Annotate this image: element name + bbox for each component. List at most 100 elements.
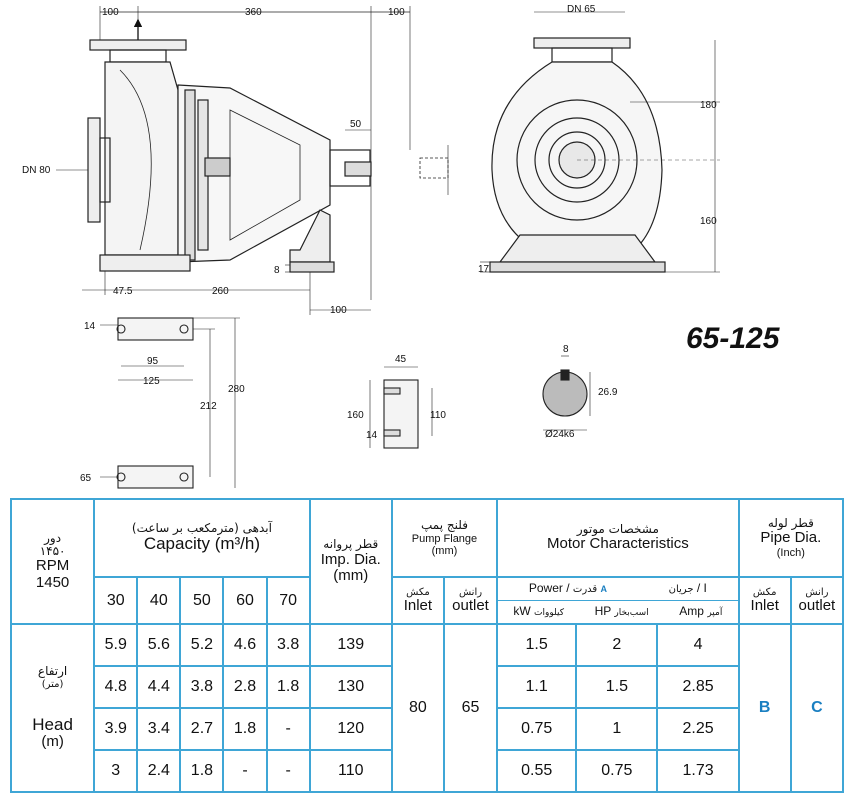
pipe-inlet-header: مکش Inlet bbox=[737, 576, 792, 625]
dim-foot-17: 17 bbox=[478, 264, 490, 275]
hp-cell: 1 bbox=[575, 707, 659, 751]
flange-outlet-value: 65 bbox=[442, 623, 499, 793]
pipe-inlet-value: B bbox=[737, 623, 792, 793]
pump-side-view bbox=[56, 6, 449, 315]
amp-unit: Amp آمپر bbox=[679, 604, 723, 619]
model-number: 65-125 bbox=[686, 322, 780, 355]
impeller-cell: 139 bbox=[308, 623, 393, 667]
kw-cell: 0.75 bbox=[496, 707, 578, 751]
amp-cell: 2.85 bbox=[656, 665, 740, 709]
table-row: 4.8 4.4 3.8 2.8 1.8 130 1.1 1.5 2.85 bbox=[11, 665, 843, 709]
capacity-60: 60 bbox=[222, 576, 268, 625]
shaft-key-detail bbox=[542, 355, 591, 431]
current-label: جریان / I bbox=[668, 581, 707, 596]
dim-height-180: 180 bbox=[700, 100, 717, 111]
hp-cell: 0.75 bbox=[575, 749, 659, 793]
pump-front-view bbox=[480, 11, 720, 273]
dim-key-diameter: Ø24k6 bbox=[545, 429, 575, 440]
dim-mf-14: 14 bbox=[366, 430, 378, 441]
head-label: ارتفاع (متر) Head (m) bbox=[9, 623, 96, 793]
dim-bottom-47-5: 47.5 bbox=[113, 286, 133, 297]
power-label: Power / قدرت A bbox=[528, 581, 608, 596]
table-row: 3 2.4 1.8 - - 110 0.55 0.75 1.73 bbox=[11, 749, 843, 793]
dim-mf-45: 45 bbox=[395, 354, 407, 365]
kw-unit: kW کیلووات bbox=[513, 604, 564, 619]
pipe-diameter-header: قطر لوله Pipe Dia. (Inch) bbox=[737, 498, 845, 578]
capacity-30: 30 bbox=[93, 576, 139, 625]
motor-foot-detail bbox=[369, 366, 433, 449]
amp-cell: 2.25 bbox=[656, 707, 740, 751]
amp-cell: 4 bbox=[656, 623, 740, 667]
head-cell: 3 bbox=[93, 749, 139, 793]
head-cell: 1.8 bbox=[222, 707, 268, 751]
dim-top-100-right: 100 bbox=[388, 7, 405, 18]
table-row: 3.9 3.4 2.7 1.8 - 120 0.75 1 2.25 bbox=[11, 707, 843, 751]
technical-drawing: 100 360 100 DN 80 50 8 47.5 260 100 DN 6… bbox=[22, 4, 720, 489]
dim-bp-212: 212 bbox=[200, 401, 217, 412]
dim-key-8: 8 bbox=[563, 344, 569, 355]
kw-cell: 1.1 bbox=[496, 665, 578, 709]
head-cell: 3.8 bbox=[265, 623, 311, 667]
head-cell: 2.8 bbox=[222, 665, 268, 709]
head-cell: 3.9 bbox=[93, 707, 139, 751]
capacity-40: 40 bbox=[136, 576, 182, 625]
head-cell: 4.6 bbox=[222, 623, 268, 667]
flange-outlet-header: رانش outlet bbox=[442, 576, 499, 625]
head-cell: 5.9 bbox=[93, 623, 139, 667]
hp-unit: HP اسب‌بخار bbox=[594, 604, 649, 619]
performance-table: دور ۱۴۵۰ RPM 1450 آبدهی (مترمکعب بر ساعت… bbox=[9, 498, 845, 793]
dim-mf-160: 160 bbox=[347, 410, 364, 421]
head-cell: 3.4 bbox=[136, 707, 182, 751]
head-cell: - bbox=[222, 749, 268, 793]
dim-bottom-260: 260 bbox=[212, 286, 229, 297]
impeller-cell: 120 bbox=[308, 707, 393, 751]
dim-foot-8: 8 bbox=[274, 265, 280, 276]
head-cell: - bbox=[265, 707, 311, 751]
dim-height-160: 160 bbox=[700, 216, 717, 227]
flange-inlet-value: 80 bbox=[390, 623, 445, 793]
dim-bp-65: 65 bbox=[80, 473, 92, 484]
head-cell: 4.4 bbox=[136, 665, 182, 709]
head-cell: 5.6 bbox=[136, 623, 182, 667]
rpm-header: دور ۱۴۵۰ RPM 1450 bbox=[9, 498, 96, 625]
head-cell: 3.8 bbox=[179, 665, 225, 709]
pump-flange-header: فلنج پمپ Pump Flange (mm) bbox=[390, 498, 499, 578]
capacity-50: 50 bbox=[179, 576, 225, 625]
head-cell: 1.8 bbox=[179, 749, 225, 793]
impeller-diameter-header: قطر پروانه Imp. Dia. (mm) bbox=[308, 498, 393, 625]
hp-cell: 1.5 bbox=[575, 665, 659, 709]
dim-bottom-100: 100 bbox=[330, 305, 347, 316]
head-cell: 2.4 bbox=[136, 749, 182, 793]
base-plate-detail bbox=[100, 317, 240, 489]
motor-units-header: Power / قدرت A جریان / I kW کیلووات HP ا… bbox=[496, 576, 740, 625]
impeller-cell: 110 bbox=[308, 749, 393, 793]
dim-key-26-9: 26.9 bbox=[598, 387, 618, 398]
table-row: ارتفاع (متر) Head (m) 5.9 5.6 5.2 4.6 3.… bbox=[9, 623, 845, 793]
head-cell: 2.7 bbox=[179, 707, 225, 751]
dim-bp-125: 125 bbox=[143, 376, 160, 387]
head-cell: 4.8 bbox=[93, 665, 139, 709]
capacity-70: 70 bbox=[265, 576, 311, 625]
impeller-cell: 130 bbox=[308, 665, 393, 709]
hp-cell: 2 bbox=[575, 623, 659, 667]
capacity-header: آبدهی (مترمکعب بر ساعت) Capacity (m³/h) bbox=[93, 498, 311, 578]
pipe-outlet-value: C bbox=[789, 623, 845, 793]
dim-top-360: 360 bbox=[245, 7, 262, 18]
head-cell: 1.8 bbox=[265, 665, 311, 709]
kw-cell: 0.55 bbox=[496, 749, 578, 793]
dim-mf-110: 110 bbox=[430, 410, 446, 421]
dim-bp-95: 95 bbox=[147, 356, 159, 367]
pipe-outlet-header: رانش outlet bbox=[789, 576, 845, 625]
dim-bp-14: 14 bbox=[84, 321, 96, 332]
dim-shaft-50: 50 bbox=[350, 119, 362, 130]
motor-characteristics-header: مشخصات موتور Motor Characteristics bbox=[496, 498, 740, 578]
head-cell: - bbox=[265, 749, 311, 793]
dim-bp-280: 280 bbox=[228, 384, 245, 395]
dim-dn-inlet: DN 80 bbox=[22, 165, 51, 176]
head-cell: 5.2 bbox=[179, 623, 225, 667]
amp-cell: 1.73 bbox=[656, 749, 740, 793]
dim-dn-outlet: DN 65 bbox=[567, 4, 596, 15]
flange-inlet-header: مکش Inlet bbox=[390, 576, 445, 625]
kw-cell: 1.5 bbox=[496, 623, 578, 667]
dim-top-100-left: 100 bbox=[102, 7, 119, 18]
